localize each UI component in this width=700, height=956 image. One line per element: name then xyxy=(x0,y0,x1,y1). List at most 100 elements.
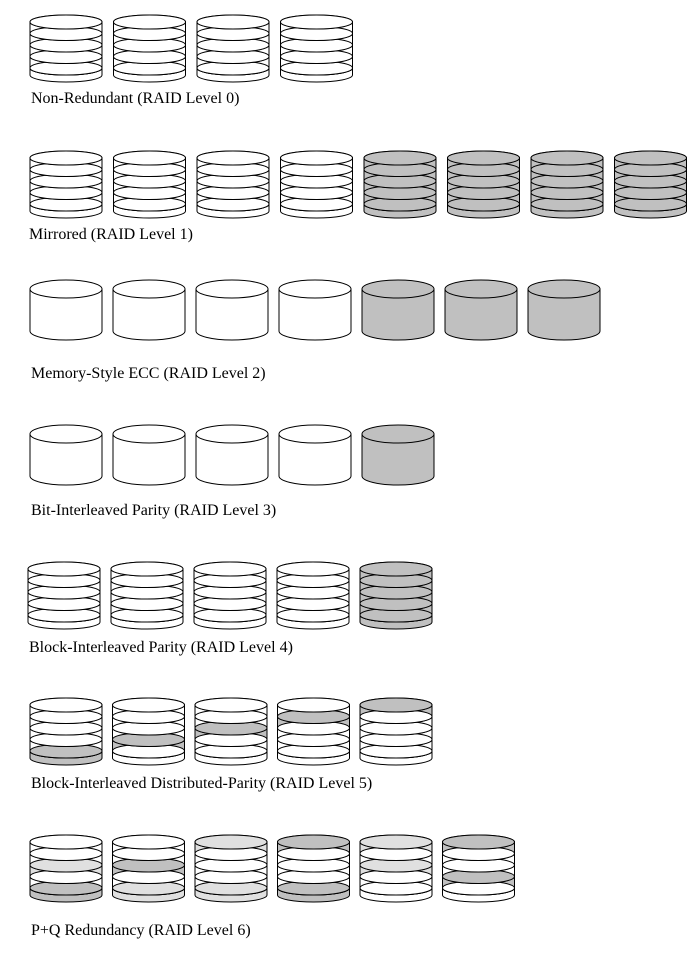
platter-top xyxy=(29,697,103,713)
disk-stack xyxy=(359,697,433,766)
disk-cylinder xyxy=(195,279,269,341)
raid4-disks xyxy=(27,561,433,630)
cylinder-top xyxy=(195,424,269,444)
disk-cylinder xyxy=(278,424,352,486)
cylinder-body xyxy=(278,433,352,486)
cylinder-body xyxy=(29,433,103,486)
disk-cylinder xyxy=(112,424,186,486)
disk-stack xyxy=(359,834,433,903)
disk-stack xyxy=(193,561,267,630)
cylinder-top xyxy=(444,279,518,299)
platter-top xyxy=(530,150,604,166)
platter-top xyxy=(112,834,185,850)
platter-top xyxy=(276,561,350,577)
disk-stack xyxy=(363,150,437,219)
platter-top xyxy=(359,834,433,850)
cylinder-top xyxy=(278,424,352,444)
disk-stack xyxy=(29,834,103,903)
platter-top xyxy=(193,561,267,577)
raid5-row: Block-Interleaved Distributed-Parity (RA… xyxy=(29,697,433,792)
raid2-label: Memory-Style ECC (RAID Level 2) xyxy=(31,365,266,382)
platter-top xyxy=(29,14,103,30)
disk-cylinder xyxy=(278,279,352,341)
cylinder-body xyxy=(361,433,435,486)
platter-top xyxy=(280,14,353,30)
cylinder-top xyxy=(112,279,186,299)
platter-top xyxy=(194,697,268,713)
disk-stack xyxy=(27,561,101,630)
raid0-row: Non-Redundant (RAID Level 0) xyxy=(29,14,354,107)
raid3-row: Bit-Interleaved Parity (RAID Level 3) xyxy=(29,424,435,519)
raid6-label: P+Q Redundancy (RAID Level 6) xyxy=(31,922,251,939)
platter-top xyxy=(359,561,433,577)
platter-top xyxy=(194,834,268,850)
platter-top xyxy=(196,14,270,30)
raid4-label: Block-Interleaved Parity (RAID Level 4) xyxy=(29,639,293,656)
disk-stack xyxy=(276,697,351,766)
cylinder-body xyxy=(195,288,269,341)
raid2-row: Memory-Style ECC (RAID Level 2) xyxy=(29,279,601,382)
disk-stack xyxy=(194,697,268,766)
cylinder-top xyxy=(29,279,103,299)
platter-top xyxy=(280,150,353,166)
cylinder-top xyxy=(361,424,435,444)
disk-cylinder xyxy=(361,279,435,341)
disk-stack xyxy=(279,14,354,83)
cylinder-top xyxy=(29,424,103,444)
raid1-label: Mirrored (RAID Level 1) xyxy=(29,226,193,243)
raid6-row: P+Q Redundancy (RAID Level 6) xyxy=(29,834,516,939)
platter-top xyxy=(110,561,184,577)
disk-stack xyxy=(276,834,351,903)
platter-top xyxy=(27,561,101,577)
cylinder-top xyxy=(195,279,269,299)
platter-top xyxy=(277,697,350,713)
platter-top xyxy=(196,150,270,166)
raid5-label: Block-Interleaved Distributed-Parity (RA… xyxy=(31,775,372,792)
cylinder-body xyxy=(112,433,186,486)
platter-top xyxy=(113,14,186,30)
cylinder-body xyxy=(112,288,186,341)
disk-stack xyxy=(196,150,270,219)
disk-stack xyxy=(279,150,354,219)
disk-stack xyxy=(111,697,186,766)
raid0-label: Non-Redundant (RAID Level 0) xyxy=(31,90,239,107)
disk-cylinder xyxy=(444,279,518,341)
platter-top xyxy=(277,834,350,850)
raid2-disks xyxy=(29,279,601,341)
disk-stack xyxy=(29,697,103,766)
disk-stack xyxy=(112,150,187,219)
cylinder-body xyxy=(361,288,435,341)
cylinder-body xyxy=(444,288,518,341)
disk-stack xyxy=(613,150,688,219)
disk-stack xyxy=(441,834,516,903)
cylinder-top xyxy=(278,279,352,299)
raid3-disks xyxy=(29,424,435,486)
disk-stack xyxy=(112,14,187,83)
platter-top xyxy=(614,150,687,166)
cylinder-body xyxy=(195,433,269,486)
raid0-disks xyxy=(29,14,354,83)
disk-stack xyxy=(276,561,350,630)
disk-stack xyxy=(196,14,270,83)
cylinder-top xyxy=(361,279,435,299)
platter-top xyxy=(359,697,433,713)
cylinder-body xyxy=(278,288,352,341)
disk-cylinder xyxy=(361,424,435,486)
disk-cylinder xyxy=(29,279,103,341)
platter-top xyxy=(447,150,520,166)
disk-cylinder xyxy=(29,424,103,486)
disk-stack xyxy=(530,150,604,219)
disk-stack xyxy=(110,561,184,630)
cylinder-top xyxy=(527,279,601,299)
disk-cylinder xyxy=(195,424,269,486)
disk-stack xyxy=(29,14,103,83)
raid4-row: Block-Interleaved Parity (RAID Level 4) xyxy=(27,561,433,656)
cylinder-top xyxy=(112,424,186,444)
disk-stack xyxy=(446,150,521,219)
platter-top xyxy=(29,150,103,166)
cylinder-body xyxy=(527,288,601,341)
raid5-disks xyxy=(29,697,433,766)
platter-top xyxy=(29,834,103,850)
platter-top xyxy=(442,834,515,850)
